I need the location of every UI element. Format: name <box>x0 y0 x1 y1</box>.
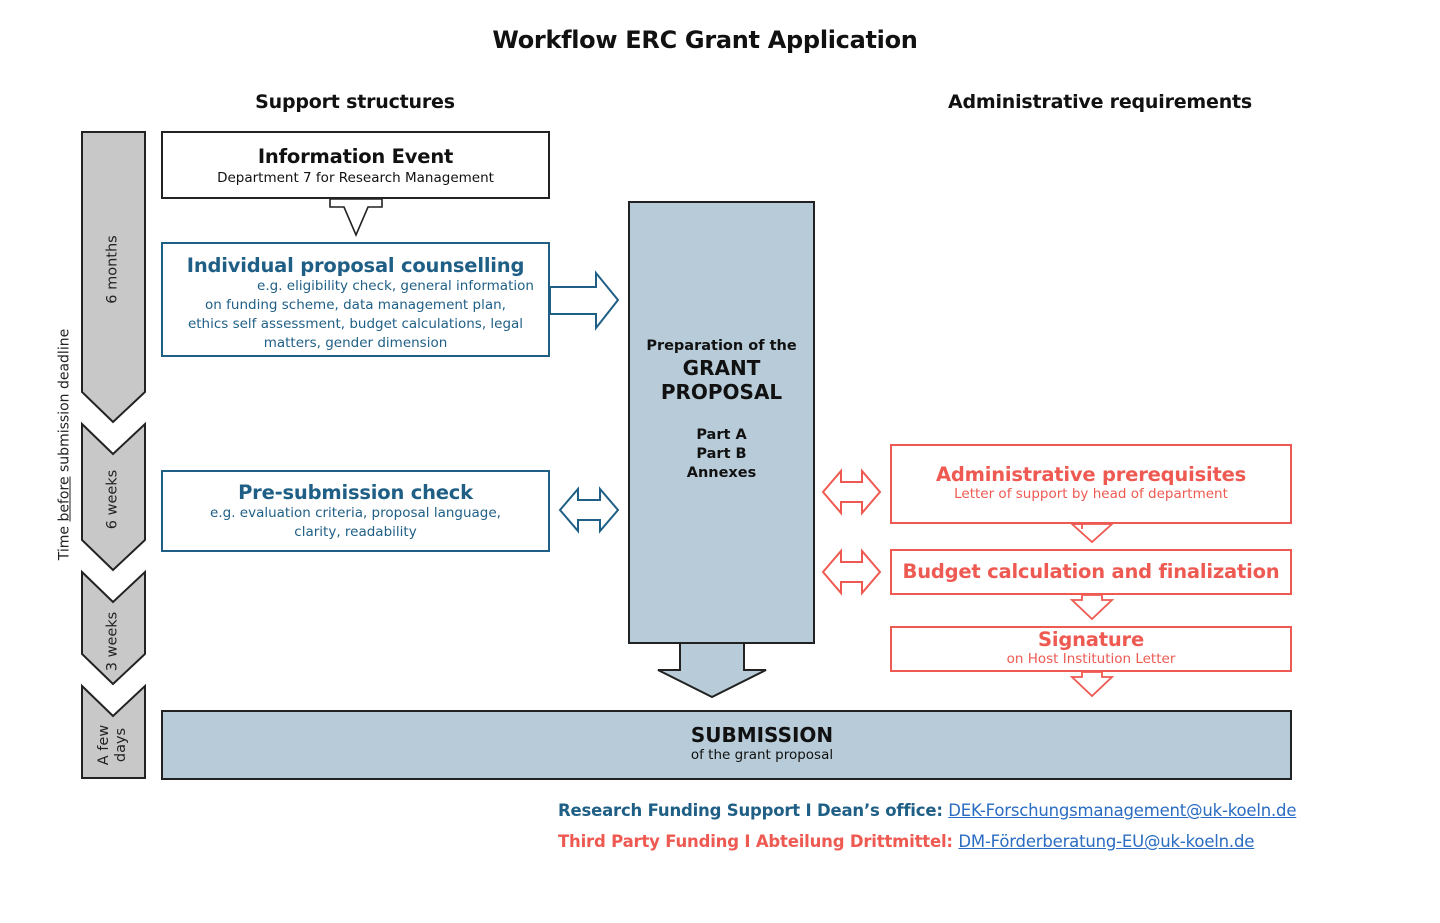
grant-proposal-column <box>628 201 815 644</box>
counselling-line-4: matters, gender dimension <box>263 335 448 351</box>
signature-text: Signature on Host Institution Letter <box>891 628 1291 667</box>
contact-dean-email-link[interactable]: DEK-Forschungsmanagement@uk-koeln.de <box>948 801 1297 820</box>
counselling-box <box>161 242 550 357</box>
budget-box <box>890 549 1292 595</box>
contact-third-party: Third Party Funding I Abteilung Drittmit… <box>558 832 1254 851</box>
presubmission-line-2: clarity, readability <box>294 524 417 540</box>
proposal-proposal-label: PROPOSAL <box>660 380 783 404</box>
presubmission-text: Pre-submission check e.g. evaluation cri… <box>162 481 549 542</box>
timeline-label-6-weeks: 6 weeks <box>104 469 121 530</box>
timeline-segment-6-months <box>81 131 146 424</box>
down-arrow-admin-prereq <box>1069 523 1115 544</box>
counselling-text: Individual proposal counselling e.g. eli… <box>162 254 549 353</box>
contact-third-label: Third Party Funding I Abteilung Drittmit… <box>558 832 953 851</box>
proposal-part-b: Part B <box>696 446 747 462</box>
double-arrow-presubmission <box>558 486 620 534</box>
contact-dean-label: Research Funding Support I Dean’s office… <box>558 801 943 820</box>
time-axis-label: Time before submission deadline <box>56 328 73 561</box>
timeline-label-3-weeks: 3 weeks <box>104 611 121 672</box>
submission-subtitle: of the grant proposal <box>690 747 834 763</box>
proposal-part-a: Part A <box>696 427 747 443</box>
presubmission-line-1: e.g. evaluation criteria, proposal langu… <box>210 505 501 521</box>
administrative-requirements-header: Administrative requirements <box>947 91 1253 113</box>
presubmission-box <box>161 470 550 552</box>
down-arrow-signature <box>1069 671 1115 698</box>
down-arrow-info-event <box>329 198 383 238</box>
info-event-box <box>161 131 550 199</box>
double-arrow-budget <box>821 548 882 596</box>
admin-prereq-box <box>890 444 1292 524</box>
grant-proposal-text: Preparation of the GRANT PROPOSAL Part A… <box>629 338 814 483</box>
proposal-grant-label: GRANT <box>682 356 761 380</box>
info-event-subtitle: Department 7 for Research Management <box>217 170 494 186</box>
presubmission-title: Pre-submission check <box>238 481 473 504</box>
submission-bar <box>161 710 1292 780</box>
signature-box <box>890 626 1292 672</box>
submission-text: SUBMISSION of the grant proposal <box>162 723 1362 763</box>
support-structures-header: Support structures <box>255 91 455 113</box>
counselling-line-2: on funding scheme, data management plan, <box>205 297 506 313</box>
counselling-line-3: ethics self assessment, budget calculati… <box>187 316 524 332</box>
info-event-title: Information Event <box>257 145 454 168</box>
admin-prereq-title: Administrative prerequisites <box>935 463 1247 486</box>
budget-title: Budget calculation and finalization <box>902 560 1280 583</box>
page-title: Workflow ERC Grant Application <box>492 26 918 54</box>
double-arrow-admin-prereq <box>821 468 882 516</box>
proposal-prep-label: Preparation of the <box>646 338 797 354</box>
timeline-segment-6-weeks <box>81 421 146 572</box>
signature-subtitle: on Host Institution Letter <box>1006 651 1176 667</box>
timeline-segment-few-days <box>81 683 146 779</box>
timeline-label-few-days: A few days <box>96 724 129 766</box>
right-arrow-counselling <box>549 270 620 331</box>
timeline-segment-3-weeks <box>81 569 146 686</box>
admin-prereq-subtitle: Letter of support by head of department <box>954 486 1228 502</box>
timeline-label-6-months: 6 months <box>104 235 121 304</box>
info-event-text: Information Event Department 7 for Resea… <box>162 145 549 186</box>
counselling-title: Individual proposal counselling <box>186 254 525 277</box>
down-arrow-proposal <box>657 642 767 699</box>
counselling-line-1: e.g. eligibility check, general informat… <box>257 278 534 294</box>
budget-text: Budget calculation and finalization <box>891 560 1291 583</box>
proposal-annexes: Annexes <box>686 465 757 481</box>
submission-title: SUBMISSION <box>690 723 834 747</box>
admin-prereq-text: Administrative prerequisites Letter of s… <box>891 463 1291 502</box>
contact-dean-office: Research Funding Support I Dean’s office… <box>558 801 1296 820</box>
contact-third-email-link[interactable]: DM-Förderberatung-EU@uk-koeln.de <box>958 832 1255 851</box>
signature-title: Signature <box>1038 628 1144 651</box>
down-arrow-budget <box>1069 594 1115 621</box>
